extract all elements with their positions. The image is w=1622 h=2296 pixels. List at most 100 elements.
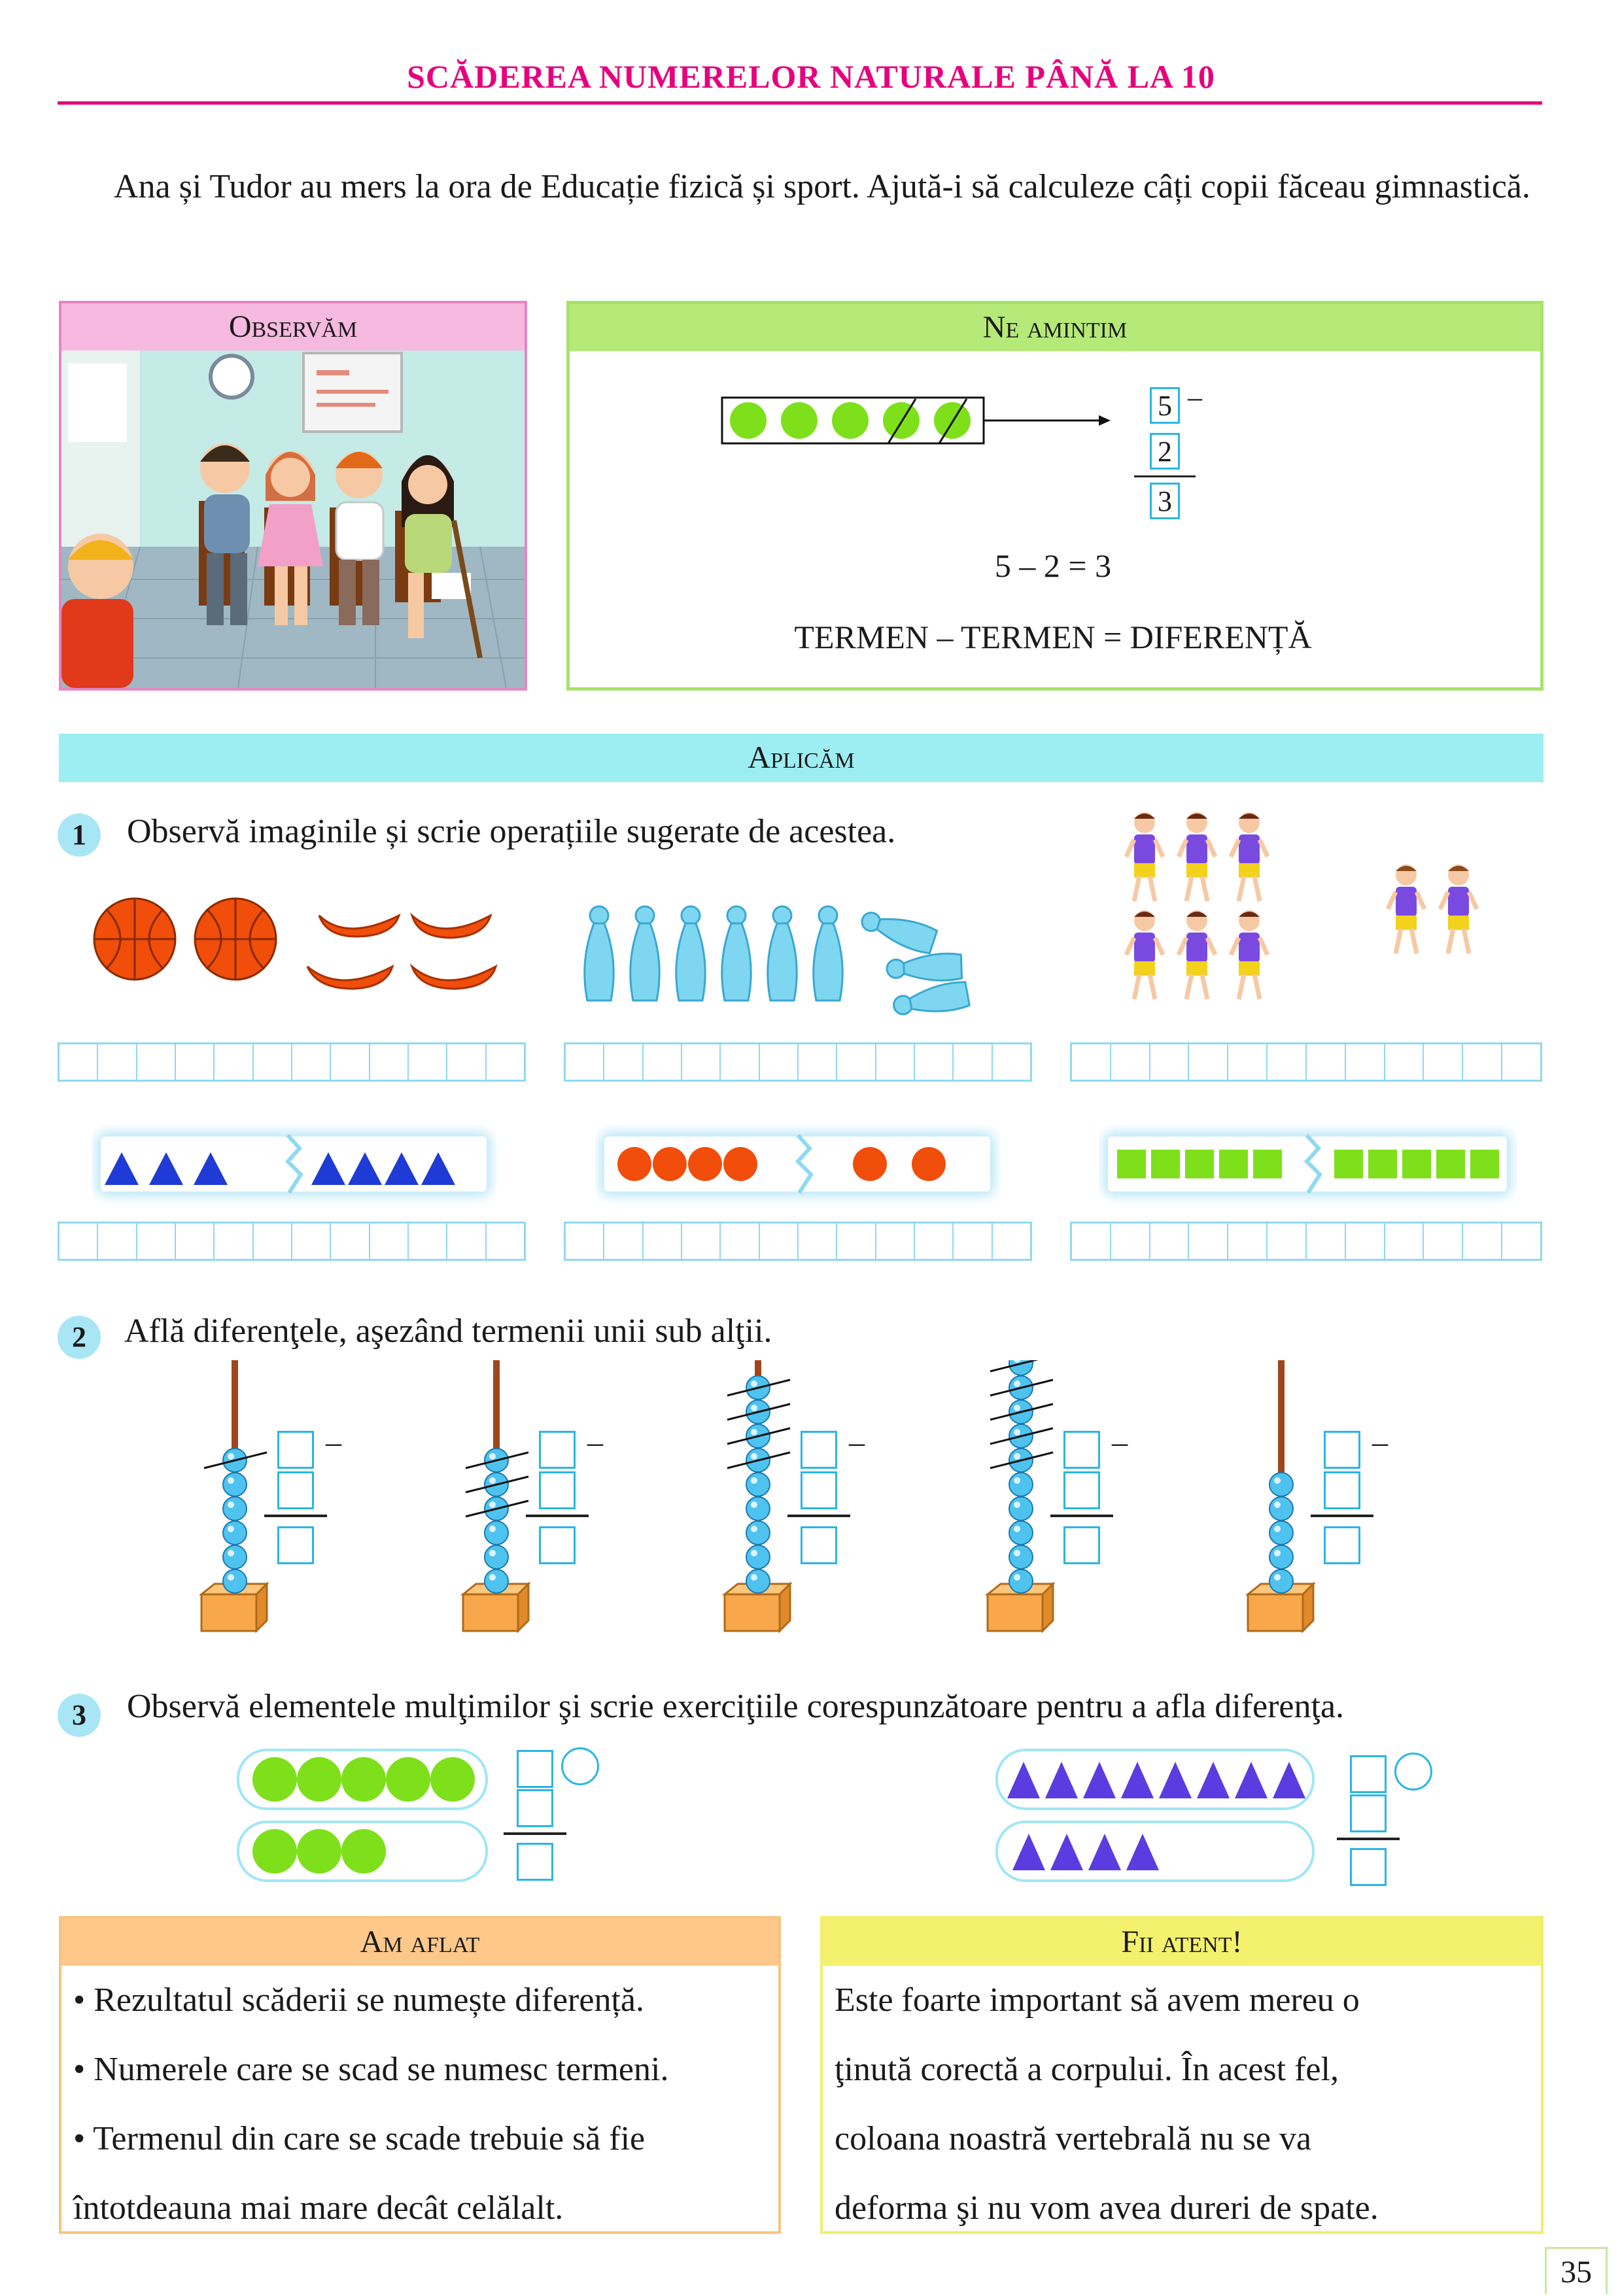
abacus-term-2-box[interactable] — [277, 1471, 314, 1509]
title-underline — [58, 101, 1542, 105]
bead-cross — [727, 1451, 791, 1469]
bead-cross — [465, 1475, 529, 1494]
gymnast-child — [1176, 910, 1218, 1000]
answer-grid-1b[interactable] — [564, 1042, 1032, 1082]
abacus-term-1-box[interactable] — [801, 1431, 837, 1469]
abacus-term-2-box[interactable] — [1324, 1471, 1360, 1509]
counter-cross — [938, 398, 968, 444]
fii-atent-line-3: coloana noastră vertebrală nu se va — [835, 2120, 1312, 2157]
ex3-right-middle-box[interactable] — [1350, 1794, 1387, 1832]
dots-strip — [599, 1131, 995, 1197]
page-title: SCĂDEREA NUMERELOR NATURALE PÂNĂ LA 10 — [407, 58, 1215, 95]
gym-illustration — [61, 351, 525, 688]
abacus-bead — [1009, 1472, 1033, 1497]
gymnast-child — [1438, 865, 1479, 954]
bead-cross — [727, 1403, 791, 1421]
ex3-left-line — [504, 1832, 566, 1835]
bead-cross — [990, 1379, 1054, 1397]
abacus — [198, 1360, 269, 1634]
bowling-pins-picture — [583, 905, 971, 1016]
abacus-bead — [746, 1569, 770, 1594]
abacus-line — [1050, 1515, 1113, 1517]
abacus-term-1-box[interactable] — [539, 1431, 576, 1469]
aplicam-heading: Aplicăm — [59, 734, 1544, 782]
abacus-bead — [746, 1520, 770, 1545]
abacus-bead — [1269, 1472, 1294, 1497]
abacus-bead — [1269, 1569, 1294, 1594]
exercise-3-number: 3 — [58, 1694, 101, 1737]
abacus-bead — [222, 1569, 247, 1594]
abacus-bead — [222, 1496, 247, 1521]
abacus — [1245, 1360, 1316, 1634]
abacus-result-box[interactable] — [277, 1526, 314, 1564]
abacus-term-2-box[interactable] — [1063, 1471, 1100, 1509]
equation: 5 – 2 = 3 — [994, 547, 1112, 584]
bead-cross — [990, 1360, 1039, 1373]
triangles-strip — [95, 1131, 492, 1197]
fii-atent-line-1: Este foarte important să avem mereu o — [835, 1981, 1360, 2019]
abacus-bead — [222, 1472, 247, 1497]
abacus-term-2-box[interactable] — [539, 1471, 576, 1509]
ex3-right-sign-circle[interactable] — [1394, 1753, 1432, 1791]
column-result: 3 — [1150, 483, 1180, 519]
abacus-result-box[interactable] — [539, 1526, 576, 1564]
abacus-result-box[interactable] — [1063, 1526, 1100, 1564]
am-aflat-bullet-1: • Rezultatul scăderii se numește diferen… — [73, 1981, 644, 2019]
bowling-pin — [583, 905, 615, 1002]
exercise-2-text: Află diferenţele, aşezând termenii unii … — [124, 1312, 772, 1350]
abacus-term-1-box[interactable] — [1324, 1431, 1360, 1469]
ex3-left-result-box[interactable] — [517, 1843, 553, 1881]
abacus-minus-sign: – — [1112, 1425, 1128, 1460]
answer-grid-1c[interactable] — [1070, 1042, 1542, 1082]
bead-cross — [465, 1499, 529, 1518]
ex3-left-sign-circle[interactable] — [561, 1747, 599, 1785]
answer-grid-1f[interactable] — [1070, 1222, 1542, 1261]
abacus-bead — [222, 1545, 247, 1569]
bead-cross — [990, 1451, 1054, 1469]
bead-cross — [727, 1427, 791, 1445]
gymnast-child — [1385, 865, 1427, 954]
bead-cross — [465, 1451, 529, 1469]
counter-dot — [781, 402, 818, 439]
answer-grid-1e[interactable] — [564, 1222, 1032, 1261]
abacus-bead — [1269, 1520, 1294, 1545]
squares-strip — [1103, 1131, 1512, 1197]
abacus-term-1-box[interactable] — [1063, 1431, 1100, 1469]
bead-cross — [727, 1379, 791, 1397]
bowling-pin — [812, 905, 844, 1002]
answer-grid-1d[interactable] — [58, 1222, 526, 1261]
ex3-right-line — [1337, 1838, 1400, 1840]
abacus-term-1-box[interactable] — [277, 1431, 314, 1469]
abacus-result-box[interactable] — [1324, 1526, 1360, 1564]
bowling-pin — [629, 905, 661, 1002]
column-middle: 2 — [1150, 433, 1180, 470]
abacus-line — [787, 1515, 850, 1517]
gymnasts-picture — [1124, 812, 1479, 1000]
ex3-left-top-box[interactable] — [517, 1750, 553, 1788]
abacus-bead — [222, 1520, 247, 1545]
answer-grid-1a[interactable] — [58, 1042, 526, 1082]
abacus-bead — [1009, 1496, 1033, 1521]
abacus-bead — [1269, 1545, 1294, 1569]
ex3-right-result-box[interactable] — [1350, 1848, 1387, 1886]
fii-atent-box: Fii atent! Este foarte important să avem… — [820, 1916, 1544, 2234]
intro-text: Ana și Tudor au mers la ora de Educație … — [114, 168, 1530, 205]
fii-atent-heading: Fii atent! — [823, 1919, 1541, 1966]
ne-amintim-heading: Ne amintim — [570, 304, 1540, 351]
fii-atent-line-2: ţinută corectă a corpului. În acest fel, — [835, 2051, 1339, 2088]
abacus-bead — [484, 1520, 509, 1545]
ex3-right-top-box[interactable] — [1350, 1755, 1387, 1793]
abacus-line — [526, 1515, 589, 1517]
abacus — [721, 1360, 793, 1634]
exercise-1-text: Observă imaginile și scrie operațiile su… — [127, 813, 896, 850]
exercise-1-number: 1 — [58, 814, 101, 857]
fii-atent-line-4: deforma şi nu vom avea dureri de spate. — [835, 2189, 1379, 2227]
abacus-minus-sign: – — [849, 1425, 865, 1460]
counters-strip — [721, 396, 1111, 445]
abacus-result-box[interactable] — [801, 1526, 837, 1564]
abacus-term-2-box[interactable] — [801, 1471, 837, 1509]
green-circles-sets — [237, 1749, 488, 1882]
am-aflat-bullet-3-cont: întotdeauna mai mare decât celălalt. — [73, 2189, 564, 2227]
abacus-bead — [1009, 1569, 1033, 1594]
ex3-left-middle-box[interactable] — [517, 1789, 553, 1827]
